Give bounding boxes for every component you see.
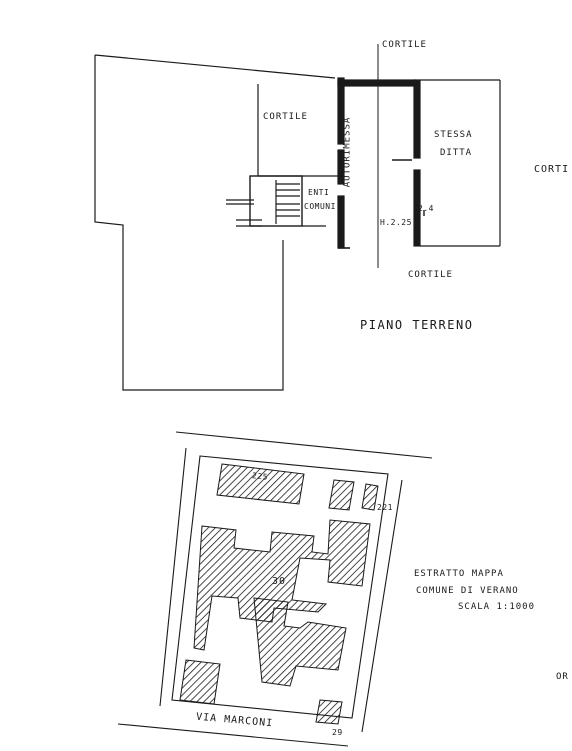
map-right-border xyxy=(361,479,403,733)
cadastral-map xyxy=(117,431,433,747)
map-buildings xyxy=(179,463,379,725)
building-lower xyxy=(253,597,347,687)
label-cortile-right: CORTI xyxy=(534,164,570,175)
plan-title: PIANO TERRENO xyxy=(360,318,474,332)
label-comuni: COMUNI xyxy=(304,202,336,211)
map-top-border xyxy=(175,431,433,459)
neighbour-top-edge xyxy=(94,54,336,79)
label-cortile-left: CORTILE xyxy=(263,112,308,122)
label-height: H.2.25 xyxy=(380,218,412,227)
label-stessa: STESSA xyxy=(434,130,473,140)
parcel-30: 30 xyxy=(272,576,287,587)
map-title-line1: ESTRATTO MAPPA xyxy=(414,569,504,579)
map-title-line2: COMUNE DI VERANO xyxy=(416,586,519,596)
building-southwest xyxy=(179,659,221,705)
stessa-ditta-unit xyxy=(392,79,501,247)
left-courtyard-wall xyxy=(257,84,338,177)
building-30 xyxy=(193,519,371,651)
label-cortile-top: CORTILE xyxy=(382,40,427,50)
edge-text: OR xyxy=(556,672,569,682)
parcel-225: 225 xyxy=(251,471,269,482)
building-225 xyxy=(216,463,305,505)
stair-block xyxy=(226,175,326,227)
label-autorimessa: AUTORIMESSA xyxy=(342,116,353,188)
map-scale: SCALA 1:1000 xyxy=(458,602,536,612)
lot-boundary xyxy=(171,455,389,719)
garage-walls xyxy=(337,44,417,268)
label-enti: ENTI xyxy=(308,188,330,197)
parcel-221: 221 xyxy=(377,503,393,512)
floor-plan xyxy=(94,44,501,391)
building-221 xyxy=(361,483,379,511)
label-ditta: DITTA xyxy=(440,148,473,158)
building-29 xyxy=(315,699,343,725)
neighbour-building-outline xyxy=(94,55,284,391)
parcel-29: 29 xyxy=(332,728,343,737)
label-cortile-bottom: CORTILE xyxy=(408,270,453,280)
map-bottom-border xyxy=(117,723,349,747)
building-small-a xyxy=(328,479,355,511)
label-dim-small: 2.4 xyxy=(418,204,434,213)
map-left-border xyxy=(159,447,187,707)
